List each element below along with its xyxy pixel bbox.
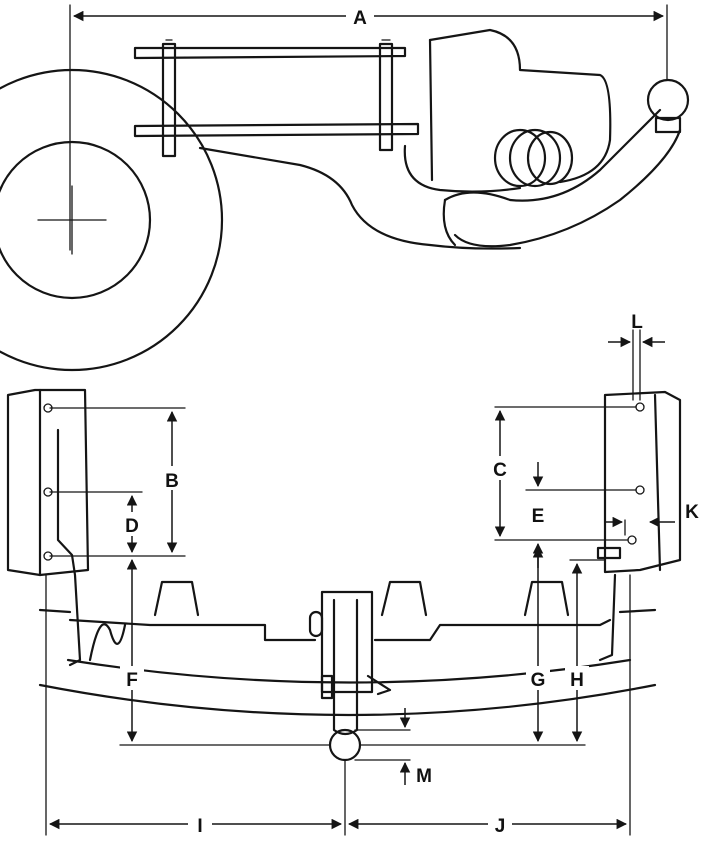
dimension-E: E — [525, 462, 637, 568]
label-L: L — [631, 312, 643, 333]
rear-view: B D F C E — [6, 312, 699, 837]
label-C: C — [493, 460, 507, 481]
tow-ball-side — [646, 78, 690, 134]
label-A: A — [353, 8, 367, 29]
dimension-J: J — [347, 574, 631, 837]
left-chassis-member — [6, 388, 90, 667]
dimension-K: K — [605, 502, 699, 536]
dimension-M: M — [354, 708, 432, 787]
rear-wheel — [0, 68, 224, 372]
label-G: G — [531, 670, 546, 691]
dimension-B: B — [49, 407, 186, 557]
dimension-D: D — [49, 491, 144, 554]
tow-hitch-center — [308, 590, 392, 762]
label-K: K — [685, 502, 699, 523]
label-E: E — [532, 506, 545, 527]
dimension-H: H — [565, 559, 606, 743]
label-F: F — [126, 670, 138, 691]
label-M: M — [416, 766, 432, 787]
label-H: H — [570, 670, 584, 691]
dimension-A: A — [69, 4, 668, 251]
label-B: B — [165, 471, 179, 492]
dimension-C: C — [488, 406, 637, 541]
dimension-F: F — [119, 558, 331, 746]
dimension-G: G — [359, 546, 586, 746]
side-view: A — [0, 4, 690, 372]
mounting-bracket — [133, 39, 420, 158]
tow-arm — [198, 28, 682, 250]
dimension-I: I — [45, 574, 346, 837]
label-D: D — [125, 516, 139, 537]
dimension-L: L — [608, 312, 665, 401]
label-I: I — [197, 816, 202, 837]
right-chassis-member — [596, 390, 682, 662]
bumper-crossmember — [38, 580, 657, 717]
label-J: J — [495, 816, 506, 837]
